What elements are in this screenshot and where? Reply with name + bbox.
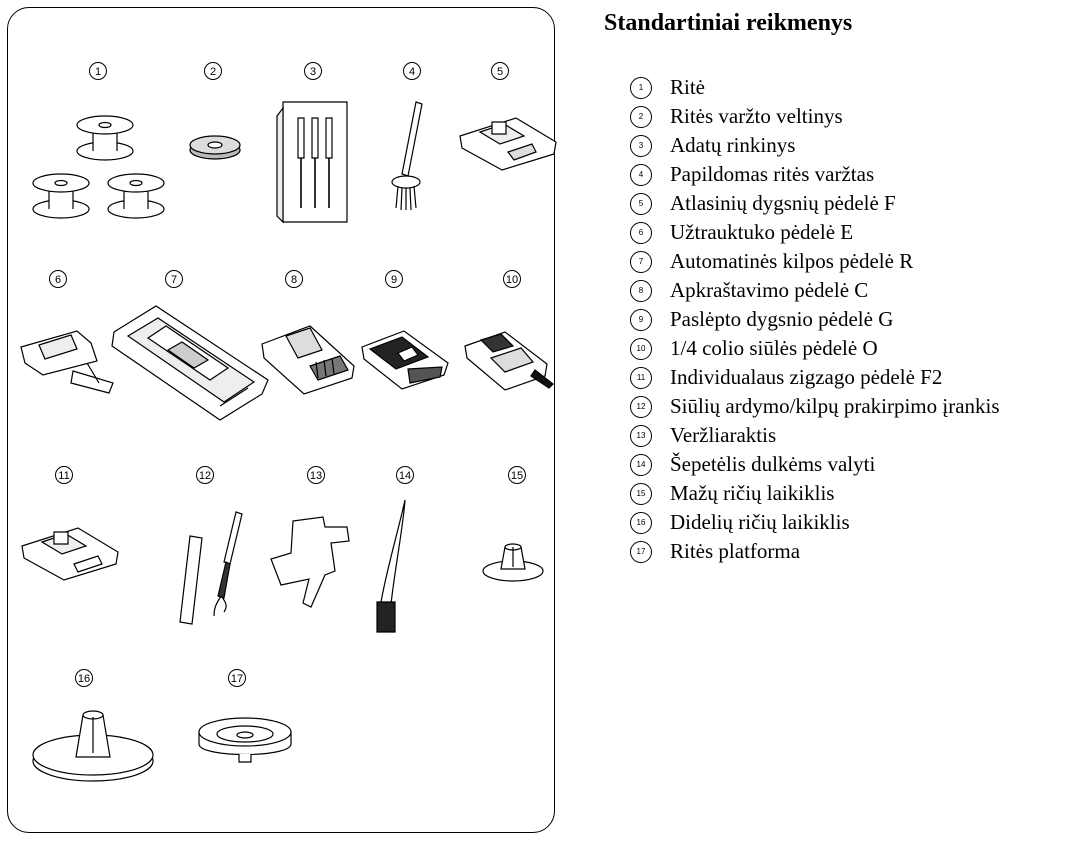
bobbin-platform-illustration bbox=[193, 708, 298, 768]
list-number-badge: 1 bbox=[630, 76, 652, 99]
lint-brush-illustration bbox=[363, 498, 423, 638]
custom-zigzag-foot-illustration bbox=[18, 518, 128, 588]
list-item-label: Individualaus zigzago pėdelė F2 bbox=[670, 365, 943, 389]
list-item-label: Adatų rinkinys bbox=[670, 133, 796, 157]
list-item-label: Užtrauktuko pėdelė E bbox=[670, 220, 854, 244]
item-number-10: 10 bbox=[503, 270, 521, 288]
item-number-11: 11 bbox=[55, 466, 73, 484]
list-item-label: Automatinės kilpos pėdelė R bbox=[670, 249, 914, 273]
page-title: Standartiniai reikmenys bbox=[604, 10, 853, 36]
accessory-list: 1 Ritė 2 Ritės varžto veltinys 3 Adatų rink… bbox=[630, 73, 1000, 566]
list-number-badge: 2 bbox=[630, 105, 652, 128]
list-item-label: Mažų ričių laikiklis bbox=[670, 481, 835, 505]
item-number-4: 4 bbox=[403, 62, 421, 80]
list-number-badge: 5 bbox=[630, 192, 652, 215]
list-item: 7 Automatinės kilpos pėdelė R bbox=[630, 247, 1000, 276]
list-number-badge: 8 bbox=[630, 279, 652, 302]
list-number-badge: 16 bbox=[630, 511, 652, 534]
item-number-16: 16 bbox=[75, 669, 93, 687]
bobbins-illustration bbox=[23, 93, 163, 223]
list-item: 15 Mažų ričių laikiklis bbox=[630, 479, 1000, 508]
large-spool-holder-illustration bbox=[28, 703, 158, 788]
buttonhole-foot-illustration bbox=[108, 298, 273, 423]
list-item: 6 Užtrauktuko pėdelė E bbox=[630, 218, 1000, 247]
list-item-label: Didelių ričių laikiklis bbox=[670, 510, 850, 534]
list-item-label: Siūlių ardymo/kilpų prakirpimo įrankis bbox=[670, 394, 1000, 418]
list-item: 4 Papildomas ritės varžtas bbox=[630, 160, 1000, 189]
item-number-3: 3 bbox=[304, 62, 322, 80]
list-item: 2 Ritės varžto veltinys bbox=[630, 102, 1000, 131]
item-number-12: 12 bbox=[196, 466, 214, 484]
list-number-badge: 15 bbox=[630, 482, 652, 505]
overcasting-foot-illustration bbox=[258, 318, 358, 398]
list-item: 13 Veržliaraktis bbox=[630, 421, 1000, 450]
list-number-badge: 7 bbox=[630, 250, 652, 273]
quarter-inch-seam-foot-illustration bbox=[461, 326, 556, 396]
list-number-badge: 3 bbox=[630, 134, 652, 157]
list-item: 12 Siūlių ardymo/kilpų prakirpimo įrankis bbox=[630, 392, 1000, 421]
list-item-label: Šepetėlis dulkėms valyti bbox=[670, 452, 876, 476]
accessories-illustration-panel: 1 2 3 bbox=[7, 7, 555, 833]
list-number-badge: 13 bbox=[630, 424, 652, 447]
list-item-label: Papildomas ritės varžtas bbox=[670, 162, 875, 186]
item-number-2: 2 bbox=[204, 62, 222, 80]
spool-pin-illustration bbox=[388, 98, 428, 213]
list-number-badge: 4 bbox=[630, 163, 652, 186]
seam-ripper-illustration bbox=[168, 508, 258, 628]
list-item-label: Ritės varžto veltinys bbox=[670, 104, 843, 128]
list-item-label: Ritės platforma bbox=[670, 539, 801, 563]
list-item-label: Ritė bbox=[670, 75, 705, 99]
item-number-6: 6 bbox=[49, 270, 67, 288]
satin-stitch-foot-illustration bbox=[456, 108, 566, 178]
list-item: 9 Paslėpto dygsnio pėdelė G bbox=[630, 305, 1000, 334]
item-number-1: 1 bbox=[89, 62, 107, 80]
list-number-badge: 17 bbox=[630, 540, 652, 563]
blind-stitch-foot-illustration bbox=[358, 323, 453, 393]
list-item: 3 Adatų rinkinys bbox=[630, 131, 1000, 160]
list-number-badge: 11 bbox=[630, 366, 652, 389]
item-number-14: 14 bbox=[396, 466, 414, 484]
small-spool-holder-illustration bbox=[478, 533, 548, 588]
list-item: 8 Apkraštavimo pėdelė C bbox=[630, 276, 1000, 305]
item-number-8: 8 bbox=[285, 270, 303, 288]
wrench-illustration bbox=[263, 513, 358, 613]
item-number-7: 7 bbox=[165, 270, 183, 288]
list-item: 14 Šepetėlis dulkėms valyti bbox=[630, 450, 1000, 479]
list-item: 17 Ritės platforma bbox=[630, 537, 1000, 566]
needle-set-illustration bbox=[273, 98, 353, 228]
list-number-badge: 14 bbox=[630, 453, 652, 476]
list-number-badge: 9 bbox=[630, 308, 652, 331]
list-item-label: Paslėpto dygsnio pėdelė G bbox=[670, 307, 894, 331]
item-number-17: 17 bbox=[228, 669, 246, 687]
spool-pin-felt-illustration bbox=[188, 130, 242, 162]
item-number-9: 9 bbox=[385, 270, 403, 288]
list-number-badge: 10 bbox=[630, 337, 652, 360]
list-item: 1 Ritė bbox=[630, 73, 1000, 102]
list-item: 5 Atlasinių dygsnių pėdelė F bbox=[630, 189, 1000, 218]
item-number-13: 13 bbox=[307, 466, 325, 484]
list-item: 11 Individualaus zigzago pėdelė F2 bbox=[630, 363, 1000, 392]
list-item-label: 1/4 colio siūlės pėdelė O bbox=[670, 336, 878, 360]
item-number-15: 15 bbox=[508, 466, 526, 484]
list-item-label: Atlasinių dygsnių pėdelė F bbox=[670, 191, 896, 215]
zipper-foot-illustration bbox=[17, 323, 122, 398]
list-item-label: Apkraštavimo pėdelė C bbox=[670, 278, 869, 302]
list-number-badge: 6 bbox=[630, 221, 652, 244]
list-number-badge: 12 bbox=[630, 395, 652, 418]
list-item-label: Veržliaraktis bbox=[670, 423, 777, 447]
list-item: 16 Didelių ričių laikiklis bbox=[630, 508, 1000, 537]
item-number-5: 5 bbox=[491, 62, 509, 80]
list-item: 10 1/4 colio siūlės pėdelė O bbox=[630, 334, 1000, 363]
